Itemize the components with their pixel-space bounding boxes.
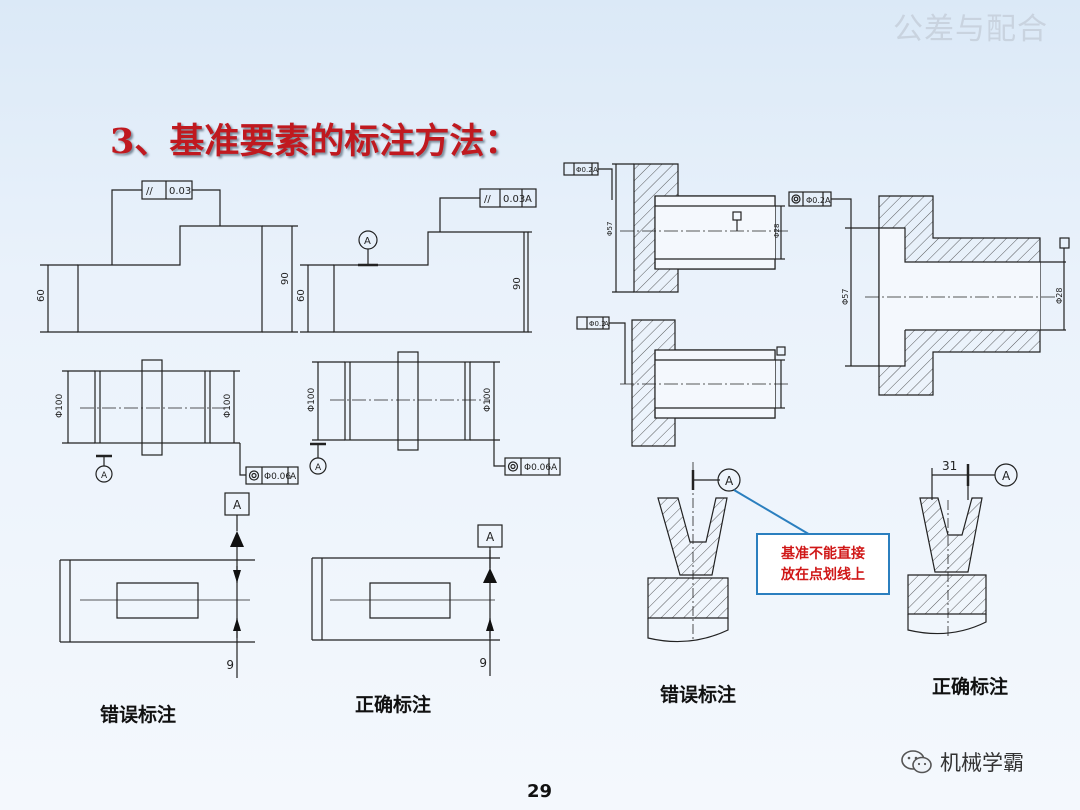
- coax-value-7: Φ0.2: [576, 166, 593, 174]
- dim-phi57-9: Φ57: [841, 289, 850, 305]
- caption-right-left: 正确标注: [355, 694, 432, 716]
- datum-ref-8: A: [604, 320, 609, 328]
- datum-label-3: A: [101, 471, 108, 481]
- tol-coax-value-3: Φ0.06: [264, 472, 291, 482]
- dim-90-1: 90: [280, 272, 291, 285]
- caption-wrong-right: 错误标注: [660, 684, 737, 706]
- chat-bubble-icon: [901, 750, 932, 774]
- datum-label-5: A: [233, 498, 242, 512]
- watermark-text: 公差与配合: [893, 12, 1048, 47]
- dim-phi100-1b: Φ100: [223, 393, 233, 418]
- tol-value-2: 0.03: [503, 194, 525, 205]
- datum-label-11: A: [1002, 469, 1011, 483]
- caption-right-right: 正确标注: [932, 676, 1009, 698]
- drawing-shaft-hole-2: [311, 524, 503, 676]
- drawing-shaft-1: [62, 359, 299, 485]
- datum-ref-7: A: [593, 166, 598, 174]
- dim-phi100-2: Φ100: [307, 387, 317, 412]
- drawing-shaft-2: [309, 351, 561, 476]
- dim-60-1: 60: [36, 289, 47, 302]
- drawing-step-block-1: [40, 180, 298, 333]
- datum-ref-9: A: [825, 196, 831, 205]
- datum-ref-4: A: [551, 463, 558, 473]
- dim-31: 31: [942, 459, 957, 473]
- brand-name: 机械学霸: [940, 751, 1024, 775]
- drawing-vgroove-1: [647, 462, 813, 643]
- brand-badge: 机械学霸: [900, 747, 1024, 777]
- dim-6-2: 6: [479, 655, 487, 669]
- dim-phi57-7: Φ57: [606, 222, 614, 236]
- dim-60-2: 60: [296, 289, 307, 302]
- dim-6-1: 6: [226, 657, 234, 671]
- drawing-vgroove-2: [907, 463, 1018, 636]
- note-line-2: 放在点划线上: [781, 567, 865, 583]
- tol-value-1: 0.03: [169, 186, 191, 197]
- tol-parallel-sym-2: //: [484, 194, 491, 205]
- warning-note: 基准不能直接 放在点划线上: [756, 533, 890, 595]
- coax-value-8: Φ0.2: [589, 320, 606, 328]
- dim-phi100-2b: Φ100: [483, 387, 493, 412]
- note-line-1: 基准不能直接: [781, 546, 865, 562]
- drawing-bushing-3: [788, 191, 1070, 396]
- tol-parallel-sym-1: //: [146, 186, 153, 197]
- drawing-step-block-2: [300, 188, 537, 333]
- caption-wrong-left: 错误标注: [100, 704, 177, 726]
- datum-ref-2: A: [525, 194, 532, 205]
- page-number: 29: [527, 781, 553, 802]
- datum-ref-3: A: [290, 472, 297, 482]
- dim-90-2: 90: [512, 277, 523, 290]
- dim-phi28-9: Φ28: [1055, 288, 1064, 304]
- datum-label-10: A: [725, 474, 734, 488]
- coax-value-9: Φ0.2: [806, 196, 825, 205]
- datum-label-2: A: [364, 236, 371, 247]
- tol-coax-value-4: Φ0.06: [524, 463, 551, 473]
- drawing-bushing-1: [563, 162, 790, 293]
- slide-title: 3、基准要素的标注方法：: [110, 121, 520, 162]
- drawing-shaft-hole-1: [59, 492, 255, 678]
- datum-label-4: A: [315, 463, 322, 473]
- dim-phi100-1: Φ100: [55, 393, 65, 418]
- drawing-bushing-2: [576, 316, 790, 447]
- datum-label-6: A: [486, 530, 495, 544]
- dim-phi28-7: Φ28: [773, 224, 781, 238]
